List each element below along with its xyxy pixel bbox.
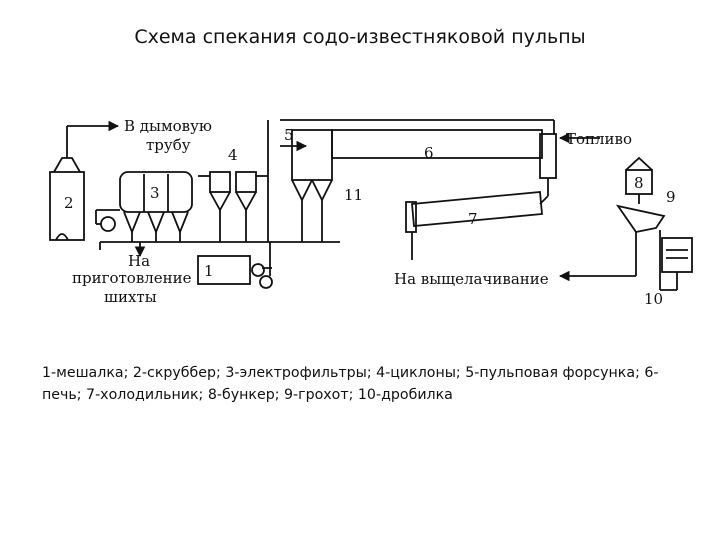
mixer <box>197 255 273 289</box>
electrostatic-precipitators <box>119 171 193 242</box>
number-6: 6 <box>424 144 434 162</box>
scrubber <box>49 126 85 241</box>
legend-caption: 1-мешалка; 2-скруббер; 3-электрофильтры;… <box>42 365 659 403</box>
process-flow-diagram: В дымовую трубу Топливо На приготовление… <box>49 117 693 308</box>
number-4: 4 <box>228 146 238 164</box>
number-5: 5 <box>284 126 294 144</box>
label-leaching: На выщелачивание <box>394 270 549 288</box>
screen <box>615 204 666 268</box>
diagram-title: Схема спекания содо-известняковой пульпы <box>134 26 586 48</box>
pulp-nozzle <box>267 119 554 242</box>
label-to-flue-1: В дымовую <box>124 117 212 135</box>
circulation-pump <box>95 209 120 232</box>
number-2: 2 <box>64 194 74 212</box>
cyclones <box>198 171 268 242</box>
label-charge-1: На <box>128 252 150 270</box>
number-10: 10 <box>644 290 663 308</box>
label-charge-3: шихты <box>104 288 157 306</box>
bunker <box>625 156 653 204</box>
label-fuel: Топливо <box>566 130 632 148</box>
number-3: 3 <box>150 184 160 202</box>
crusher <box>661 237 693 290</box>
number-9: 9 <box>666 188 676 206</box>
number-11: 11 <box>344 186 363 204</box>
cooler <box>405 191 549 260</box>
number-1: 1 <box>204 262 214 280</box>
crusher-return-line <box>659 230 677 291</box>
label-charge-2: приготовление <box>72 269 192 287</box>
rotary-kiln <box>331 120 557 196</box>
label-to-flue-2: трубу <box>146 136 191 154</box>
leaching-line <box>558 268 637 282</box>
number-7: 7 <box>468 210 478 228</box>
number-8: 8 <box>634 174 644 192</box>
